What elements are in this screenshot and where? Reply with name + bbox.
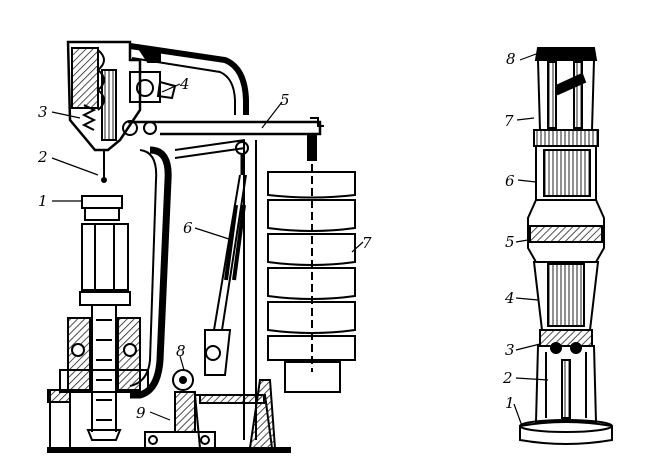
right-figure-labels: 8 7 6 5 4 3 2 1 (502, 50, 516, 412)
label-2: 2 (37, 148, 48, 166)
elevating-screw (91, 305, 117, 432)
label-3: 3 (38, 103, 48, 121)
label-r5: 5 (505, 233, 515, 251)
upper-arm (129, 43, 249, 115)
column-assembly-drawing (513, 47, 613, 445)
label-5: 5 (280, 91, 290, 109)
tester-machine-drawing (47, 40, 364, 453)
label-r7: 7 (504, 112, 514, 130)
label-r3: 3 (505, 341, 515, 359)
label-r4: 4 (504, 289, 515, 307)
label-9: 9 (136, 404, 146, 422)
label-8: 8 (176, 342, 186, 360)
label-7: 7 (362, 234, 372, 252)
label-1: 1 (38, 192, 48, 210)
head-housing (66, 40, 142, 152)
label-r8: 8 (506, 50, 516, 68)
label-r6: 6 (505, 172, 515, 190)
label-r2: 2 (502, 369, 513, 387)
tie-rod (213, 174, 247, 331)
specimen-anvil (81, 195, 123, 209)
label-r1: 1 (505, 394, 515, 412)
weights-stack (267, 135, 356, 393)
label-6: 6 (183, 219, 193, 237)
label-4: 4 (179, 75, 190, 93)
lever-beam (128, 120, 322, 136)
left-figure-labels: 1 2 3 4 5 6 7 8 9 (37, 75, 372, 422)
